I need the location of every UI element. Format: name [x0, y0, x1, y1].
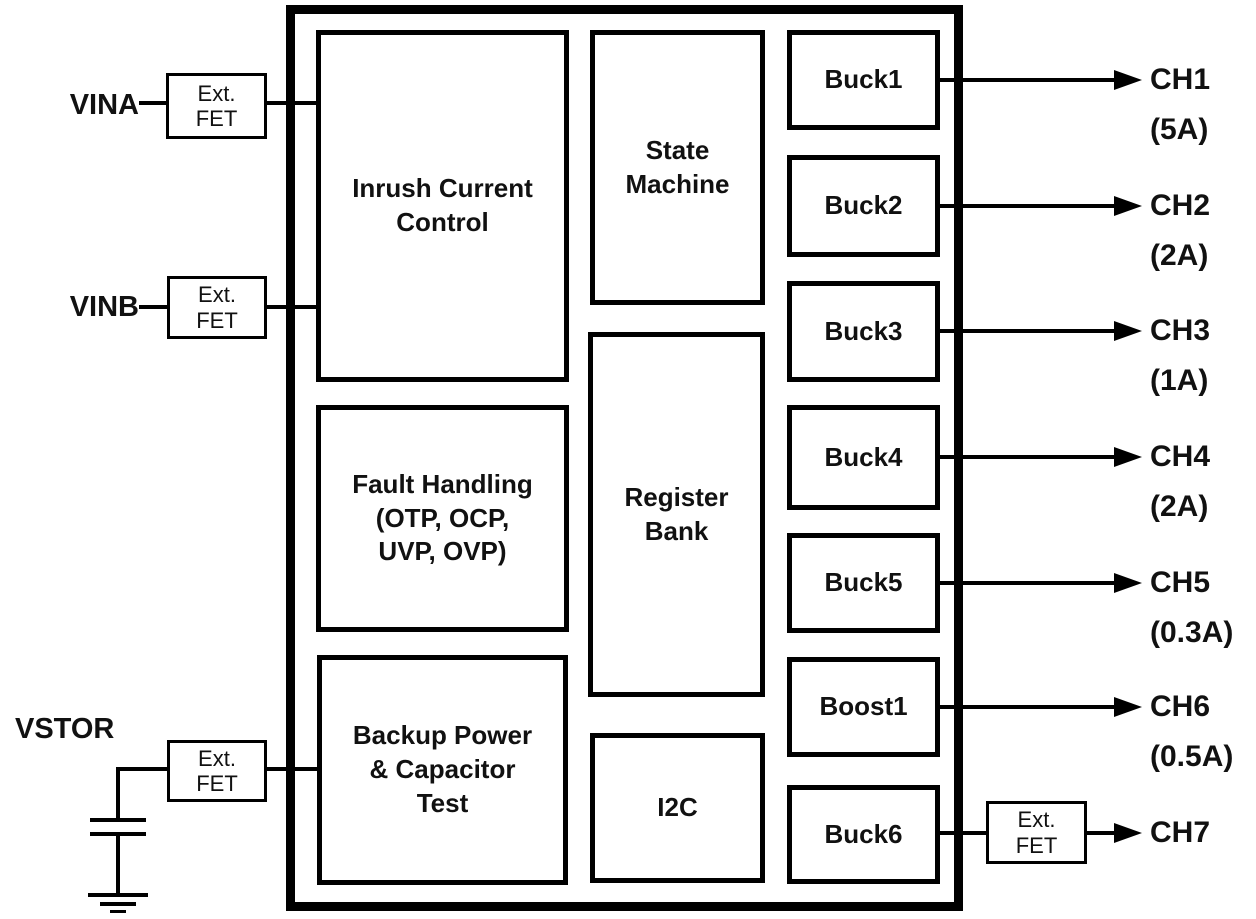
channel-name: CH6: [1150, 690, 1211, 723]
capacitor-lead-top: [116, 767, 120, 820]
arrowhead-ch3: [1114, 321, 1142, 341]
ground-bar-3: [110, 910, 126, 913]
channel-name: CH4: [1150, 440, 1211, 473]
wire-buck6-to-fet: [940, 831, 987, 835]
wire-vstor-to-fet: [116, 767, 168, 771]
output-label-ch2: CH2 (2A): [1150, 181, 1210, 281]
output-label-ch1: CH1 (5A): [1150, 55, 1210, 155]
output-label-ch3: CH3 (1A): [1150, 306, 1210, 406]
channel-rating: (5A): [1150, 113, 1209, 146]
channel-rating: (1A): [1150, 364, 1209, 397]
channel-name: CH2: [1150, 189, 1211, 222]
block-buck6: Buck6: [787, 785, 940, 884]
block-backup-power-capacitor-test: Backup Power & Capacitor Test: [317, 655, 568, 885]
channel-name: CH7: [1150, 816, 1211, 849]
arrowhead-ch4: [1114, 447, 1142, 467]
block-i2c: I2C: [590, 733, 765, 883]
ext-fet-label: Ext. FET: [196, 745, 238, 796]
arrowhead-ch5: [1114, 573, 1142, 593]
capacitor-plate-bottom: [90, 832, 146, 836]
output-label-ch5: CH5 (0.3A): [1150, 558, 1233, 658]
channel-name: CH5: [1150, 566, 1211, 599]
block-state-machine: State Machine: [590, 30, 765, 305]
block-buck5: Buck5: [787, 533, 940, 633]
channel-rating: (0.5A): [1150, 740, 1234, 773]
wire-ch7: [1086, 831, 1114, 835]
block-register-bank: Register Bank: [588, 332, 765, 697]
channel-rating: (0.3A): [1150, 616, 1234, 649]
output-label-ch7: CH7: [1150, 808, 1210, 858]
ext-fet-box-vinb: Ext. FET: [167, 276, 267, 339]
block-buck3: Buck3: [787, 281, 940, 382]
wire-ch3: [940, 329, 1114, 333]
arrowhead-ch1: [1114, 70, 1142, 90]
ext-fet-label: Ext. FET: [195, 80, 238, 131]
wire-ch5: [940, 581, 1114, 585]
wire-ch6: [940, 705, 1114, 709]
block-boost1: Boost1: [787, 657, 940, 757]
ext-fet-box-vstor: Ext. FET: [167, 740, 267, 802]
channel-name: CH1: [1150, 63, 1211, 96]
wire-ch4: [940, 455, 1114, 459]
input-label-vstor: VSTOR: [15, 713, 115, 745]
block-buck2: Buck2: [787, 155, 940, 257]
ground-bar-2: [100, 902, 136, 906]
capacitor-lead-bottom: [116, 836, 120, 895]
input-label-vina: VINA: [69, 89, 139, 121]
arrowhead-ch2: [1114, 196, 1142, 216]
arrowhead-ch7: [1114, 823, 1142, 843]
arrowhead-ch6: [1114, 697, 1142, 717]
wire-vinb-to-fet: [139, 305, 168, 309]
ext-fet-label: Ext. FET: [196, 282, 238, 333]
ext-fet-label: Ext. FET: [1015, 807, 1058, 858]
block-buck4: Buck4: [787, 405, 940, 510]
output-label-ch6: CH6 (0.5A): [1150, 682, 1233, 782]
channel-rating: (2A): [1150, 490, 1209, 523]
channel-name: CH3: [1150, 314, 1211, 347]
channel-rating: (2A): [1150, 239, 1209, 272]
output-label-ch4: CH4 (2A): [1150, 432, 1210, 532]
wire-ch2: [940, 204, 1114, 208]
wire-vina-to-fet: [139, 101, 167, 105]
block-buck1: Buck1: [787, 30, 940, 130]
capacitor-symbol: [90, 818, 146, 822]
ground-symbol: [88, 893, 148, 897]
block-inrush-current-control: Inrush Current Control: [316, 30, 569, 382]
ext-fet-box-ch7: Ext. FET: [986, 801, 1087, 864]
block-fault-handling: Fault Handling (OTP, OCP, UVP, OVP): [316, 405, 569, 632]
ext-fet-box-vina: Ext. FET: [166, 73, 267, 139]
wire-ch1: [940, 78, 1114, 82]
input-label-vinb: VINB: [69, 291, 139, 323]
